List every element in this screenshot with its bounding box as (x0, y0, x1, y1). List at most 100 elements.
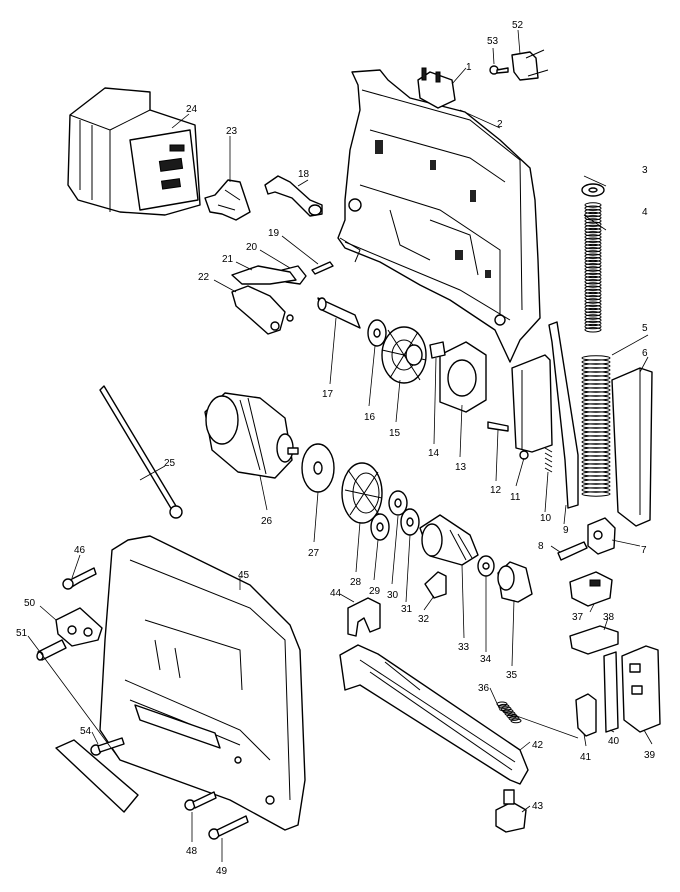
leader-lines (27, 29, 653, 862)
callout-32: 32 (418, 614, 430, 625)
callout-33: 33 (458, 642, 470, 653)
callout-27: 27 (308, 548, 320, 559)
part-23-terminal (204, 179, 251, 221)
callout-39: 39 (644, 750, 656, 761)
part-54-screw (90, 737, 125, 756)
callout-28: 28 (350, 577, 362, 588)
part-3-washer (581, 183, 605, 197)
part-22-trigger-housing (231, 285, 294, 335)
callout-11: 11 (510, 492, 521, 503)
callout-36: 36 (478, 683, 490, 694)
part-29-gear (370, 513, 390, 541)
callout-7: 7 (641, 545, 647, 556)
part-number-callouts: 1 2 3 4 5 6 7 8 9 10 11 12 13 14 15 16 1… (16, 20, 656, 877)
part-4-spring (584, 202, 602, 333)
part-48-screw (184, 791, 217, 811)
callout-6: 6 (642, 348, 648, 359)
callout-24: 24 (186, 104, 198, 115)
part-17-shaft (317, 297, 361, 329)
part-15-gear (381, 326, 427, 384)
part-53-screw (489, 65, 509, 75)
part-2-frame (337, 69, 541, 363)
callout-51: 51 (16, 628, 28, 639)
callout-3: 3 (642, 165, 648, 176)
part-33-spindle (419, 514, 479, 566)
callout-35: 35 (506, 670, 518, 681)
callout-10: 10 (540, 513, 552, 524)
part-13-bracket (439, 341, 487, 413)
callout-8: 8 (538, 541, 544, 552)
part-52-plate (511, 49, 549, 81)
callout-44: 44 (330, 588, 342, 599)
callout-9: 9 (563, 525, 569, 536)
callout-41: 41 (580, 752, 592, 763)
callout-19: 19 (268, 228, 280, 239)
part-1-switch (417, 67, 456, 109)
callout-12: 12 (490, 485, 502, 496)
callout-40: 40 (608, 736, 620, 747)
part-34-washer (477, 555, 495, 577)
callout-5: 5 (642, 323, 648, 334)
part-35-bushing (497, 561, 533, 603)
callout-43: 43 (532, 801, 544, 812)
callout-4: 4 (642, 207, 648, 218)
part-11-bracket (511, 354, 553, 460)
callout-31: 31 (401, 604, 413, 615)
part-40-plate (603, 651, 619, 733)
part-36-spring (496, 701, 522, 724)
part-18-lever (264, 175, 323, 217)
part-46-screw (62, 567, 97, 590)
callout-25: 25 (164, 458, 176, 469)
part-21-trigger (231, 265, 297, 285)
part-6-guide-plate (611, 367, 653, 527)
callout-16: 16 (364, 412, 376, 423)
part-25-wire (99, 385, 183, 519)
callout-37: 37 (572, 612, 584, 623)
part-45-housing (99, 535, 306, 831)
callout-29: 29 (369, 586, 381, 597)
part-30-gear (388, 490, 408, 516)
callout-14: 14 (428, 448, 440, 459)
part-12-pin (487, 421, 509, 432)
callout-1: 1 (466, 62, 472, 73)
callout-46: 46 (74, 545, 86, 556)
part-8-pin (557, 541, 588, 561)
callout-22: 22 (198, 272, 210, 283)
part-43-knob (495, 789, 527, 833)
callout-34: 34 (480, 654, 492, 665)
part-32-clip (424, 571, 447, 599)
part-50-pad (55, 607, 103, 647)
callout-54: 54 (80, 726, 92, 737)
part-28-ring-gear (341, 462, 383, 524)
part-39-plate (621, 645, 661, 733)
callout-38: 38 (603, 612, 615, 623)
callout-52: 52 (512, 20, 524, 31)
callout-42: 42 (532, 740, 544, 751)
part-26-motor (204, 392, 299, 479)
part-5-spring (581, 355, 611, 497)
callout-21: 21 (222, 254, 234, 265)
callout-45: 45 (238, 570, 250, 581)
part-27-washer (301, 443, 335, 493)
part-10-spring (544, 447, 553, 473)
part-7-block (587, 517, 616, 555)
callout-23: 23 (226, 126, 238, 137)
part-9-rod (548, 321, 579, 509)
callout-17: 17 (322, 389, 334, 400)
callout-15: 15 (389, 428, 401, 439)
part-51-pin (36, 639, 67, 661)
part-24-battery-pack (67, 87, 201, 216)
part-31-gear (400, 508, 420, 536)
callout-2: 2 (497, 119, 503, 130)
part-49-screw (208, 815, 249, 840)
part-41-clip (575, 693, 597, 737)
callout-53: 53 (487, 36, 499, 47)
callout-49: 49 (216, 866, 228, 877)
part-42-magazine (339, 644, 529, 785)
part-14-pin (429, 341, 446, 359)
part-38-bracket (569, 625, 619, 655)
callout-18: 18 (298, 169, 310, 180)
callout-13: 13 (455, 462, 467, 473)
part-19-pin (311, 261, 334, 275)
